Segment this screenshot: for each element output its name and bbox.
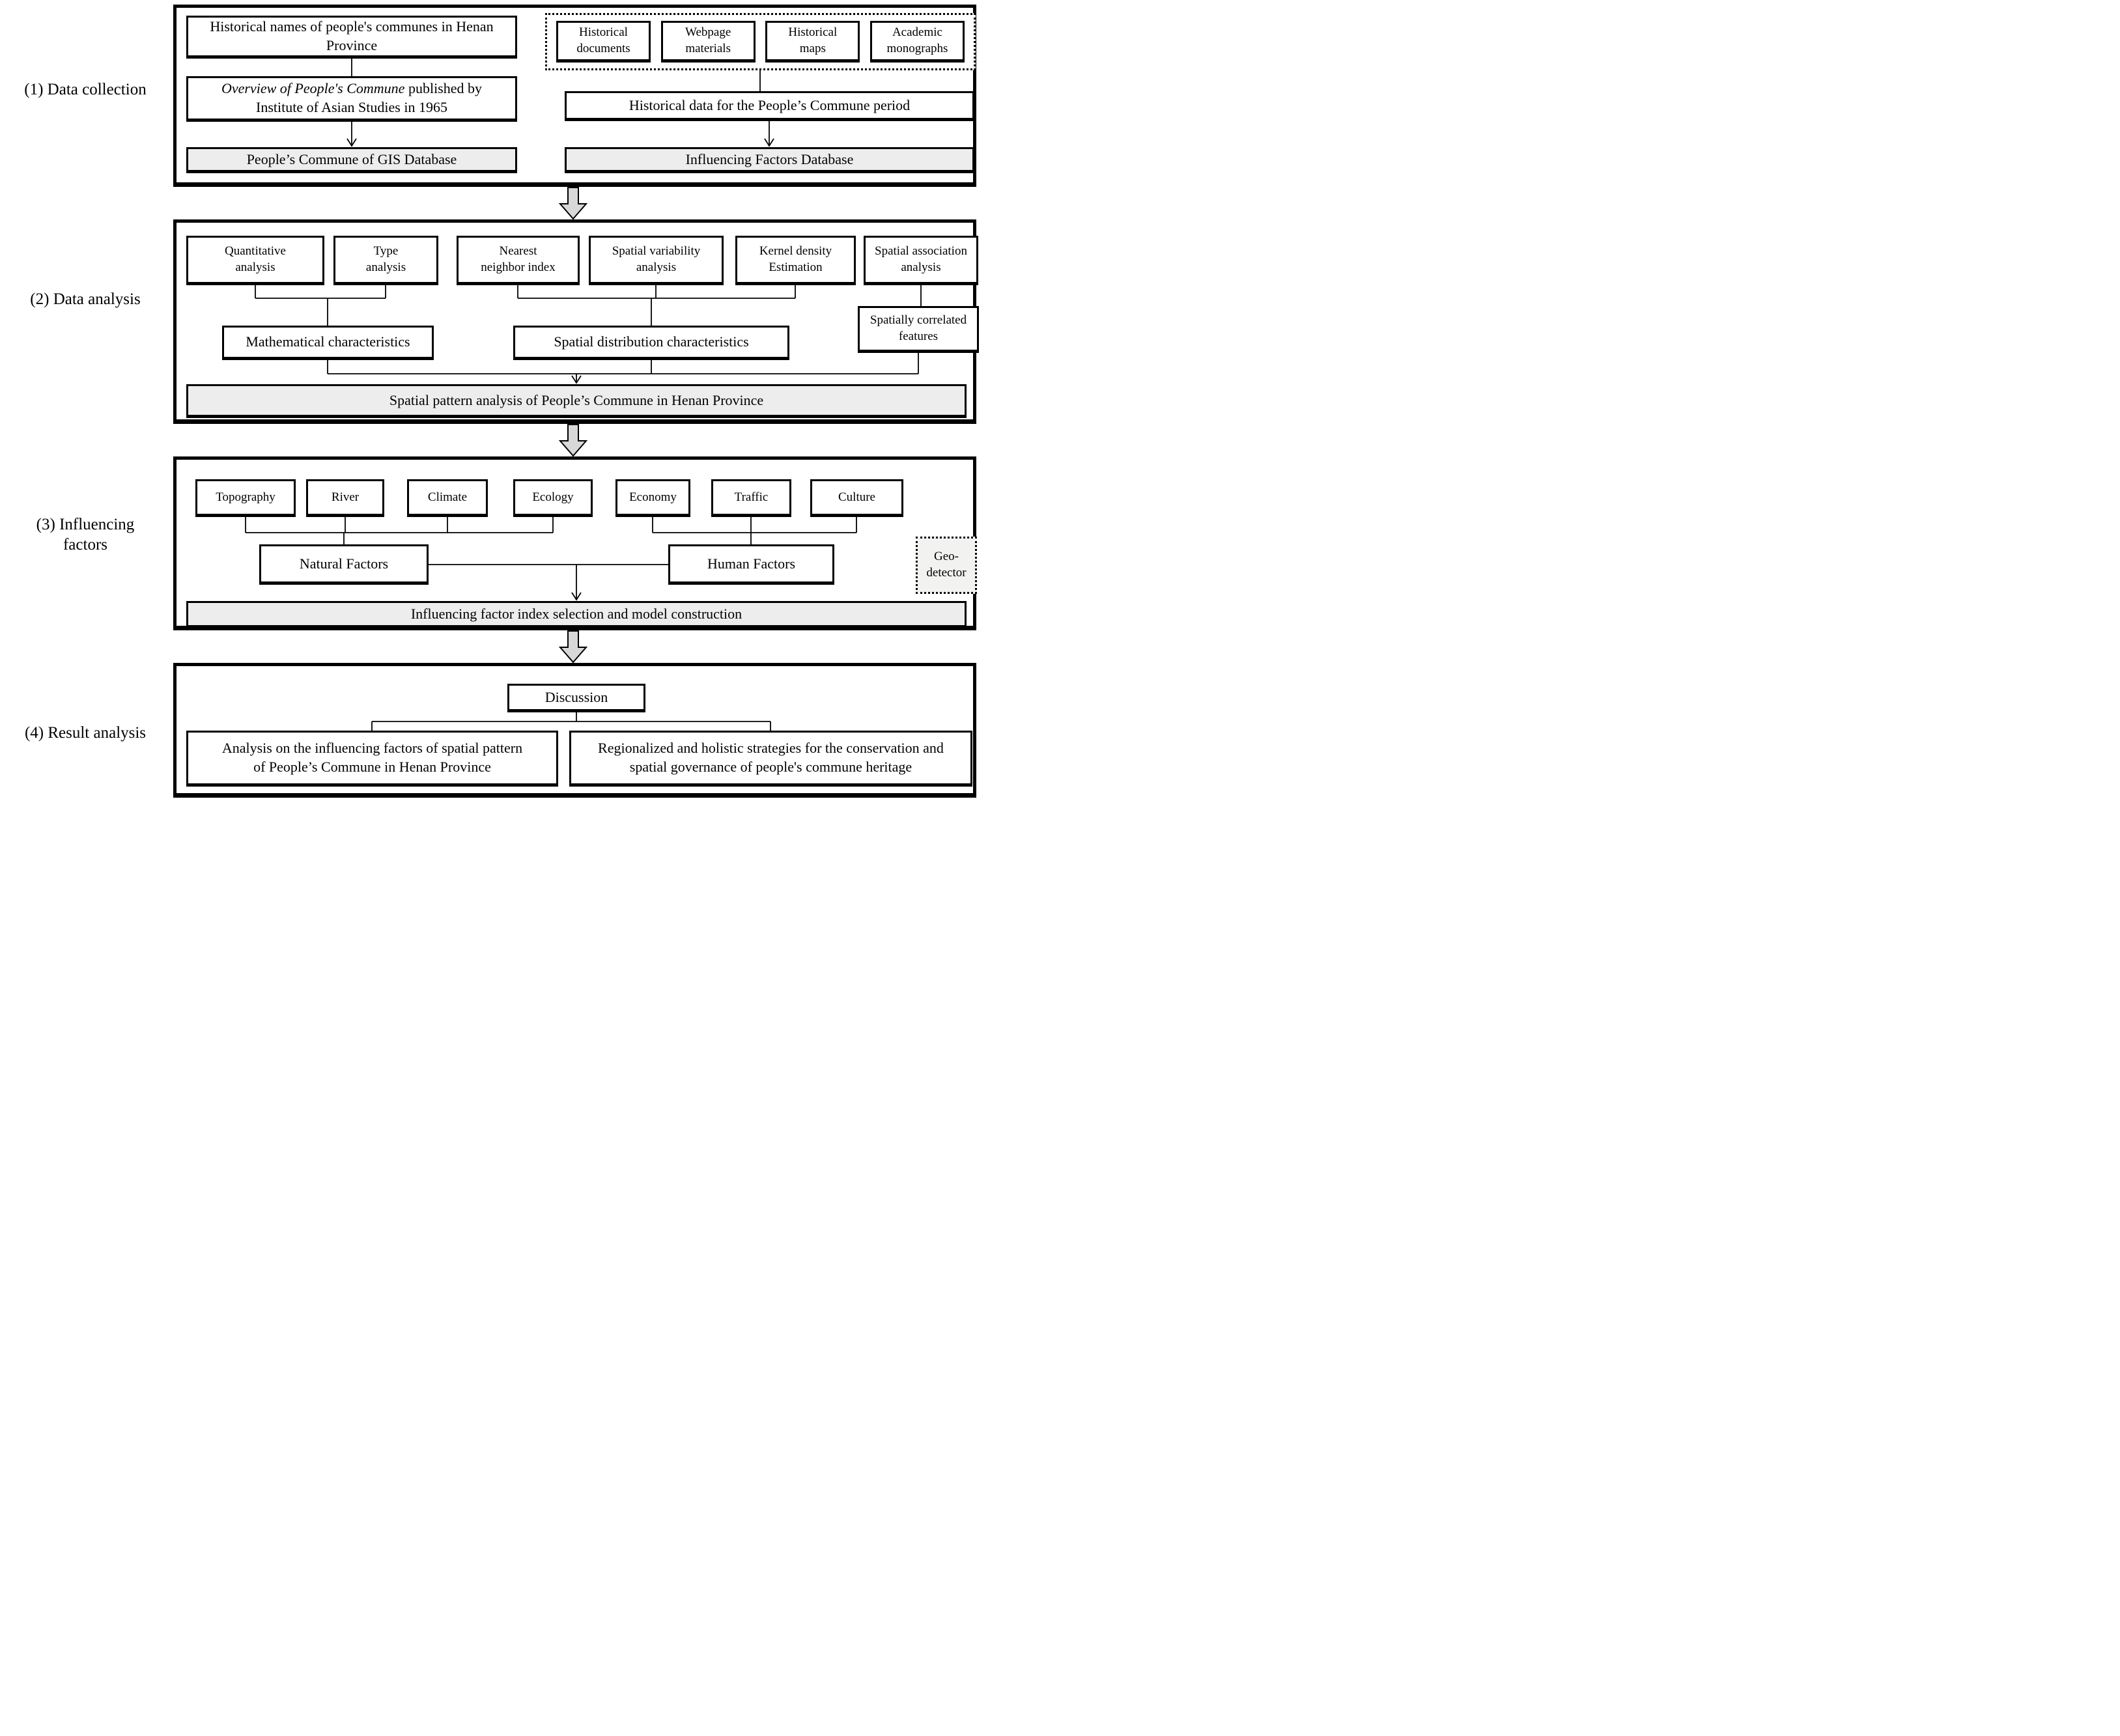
factor-culture-box: Culture [810,479,903,517]
panel-influencing-factors: Topography River Climate Ecology Economy… [173,456,977,630]
spatial-distribution-characteristics-box: Spatial distribution characteristics [513,326,789,360]
flow-arrow-3 [559,630,587,663]
stage-label-influencing-factors: (3) Influencing factors [36,516,135,554]
conservation-strategies-result-box: Regionalized and holistic strategies for… [569,731,972,787]
gis-database-box: People’s Commune of GIS Database [186,147,517,173]
flow-arrow-2-shape [559,424,587,456]
factor-ecology-box: Ecology [513,479,593,517]
data-sources-group: Historical documents Webpage materials H… [545,13,976,70]
stage-label-data-analysis: (2) Data analysis [30,290,141,308]
method-spatial-variability-box: Spatial variability analysis [589,236,724,285]
overview-publication-text: Overview of People's Commune published b… [221,79,482,117]
panel-data-collection: Historical names of people's communes in… [173,5,976,187]
factor-traffic-box: Traffic [711,479,791,517]
source-historical-documents-box: Historical documents [556,21,651,63]
influencing-factors-analysis-result-box: Analysis on the influencing factors of s… [186,731,558,787]
method-kernel-density-box: Kernel density Estimation [735,236,856,285]
mathematical-characteristics-box: Mathematical characteristics [222,326,434,360]
factor-river-box: River [306,479,384,517]
spatial-pattern-analysis-result-box: Spatial pattern analysis of People’s Com… [186,384,967,418]
overview-publisher-text: published by Institute of Asian Studies … [256,80,483,115]
method-type-analysis-box: Type analysis [333,236,438,285]
method-spatial-association-box: Spatial association analysis [864,236,978,285]
method-nearest-neighbor-index-box: Nearest neighbor index [457,236,580,285]
panel-data-analysis: Quantitative analysis Type analysis Near… [173,219,979,424]
flow-arrow-1 [559,187,587,219]
influencing-factors-database-box: Influencing Factors Database [565,147,974,173]
source-academic-monographs-box: Academic monographs [869,21,965,63]
geo-detector-box: Geo- detector [916,537,977,594]
factor-climate-box: Climate [407,479,488,517]
stage-label-result-analysis: (4) Result analysis [24,724,147,742]
flow-arrow-1-shape [559,187,587,219]
overview-title-italic: Overview of People's Commune [221,80,405,97]
historical-names-box: Historical names of people's communes in… [186,16,517,59]
discussion-box: Discussion [507,684,645,712]
panel-result-analysis: Discussion Analysis on the influencing f… [173,663,976,798]
stage-label-data-collection: (1) Data collection [24,81,147,98]
source-historical-maps-box: Historical maps [765,21,860,63]
overview-publication-box: Overview of People's Commune published b… [186,76,517,122]
flow-arrow-3-shape [559,630,587,663]
factor-economy-box: Economy [615,479,690,517]
spatially-correlated-features-box: Spatially correlated features [858,306,979,353]
flowchart-research-framework: (1) Data collection (2) Data analysis (3… [0,0,979,802]
factor-index-selection-result-box: Influencing factor index selection and m… [186,601,967,628]
factor-topography-box: Topography [195,479,296,517]
human-factors-box: Human Factors [668,544,834,585]
source-webpage-materials-box: Webpage materials [660,21,756,63]
flow-arrow-2 [559,424,587,456]
historical-data-box: Historical data for the People’s Commune… [565,91,974,121]
natural-factors-box: Natural Factors [259,544,429,585]
method-quantitative-analysis-box: Quantitative analysis [186,236,324,285]
